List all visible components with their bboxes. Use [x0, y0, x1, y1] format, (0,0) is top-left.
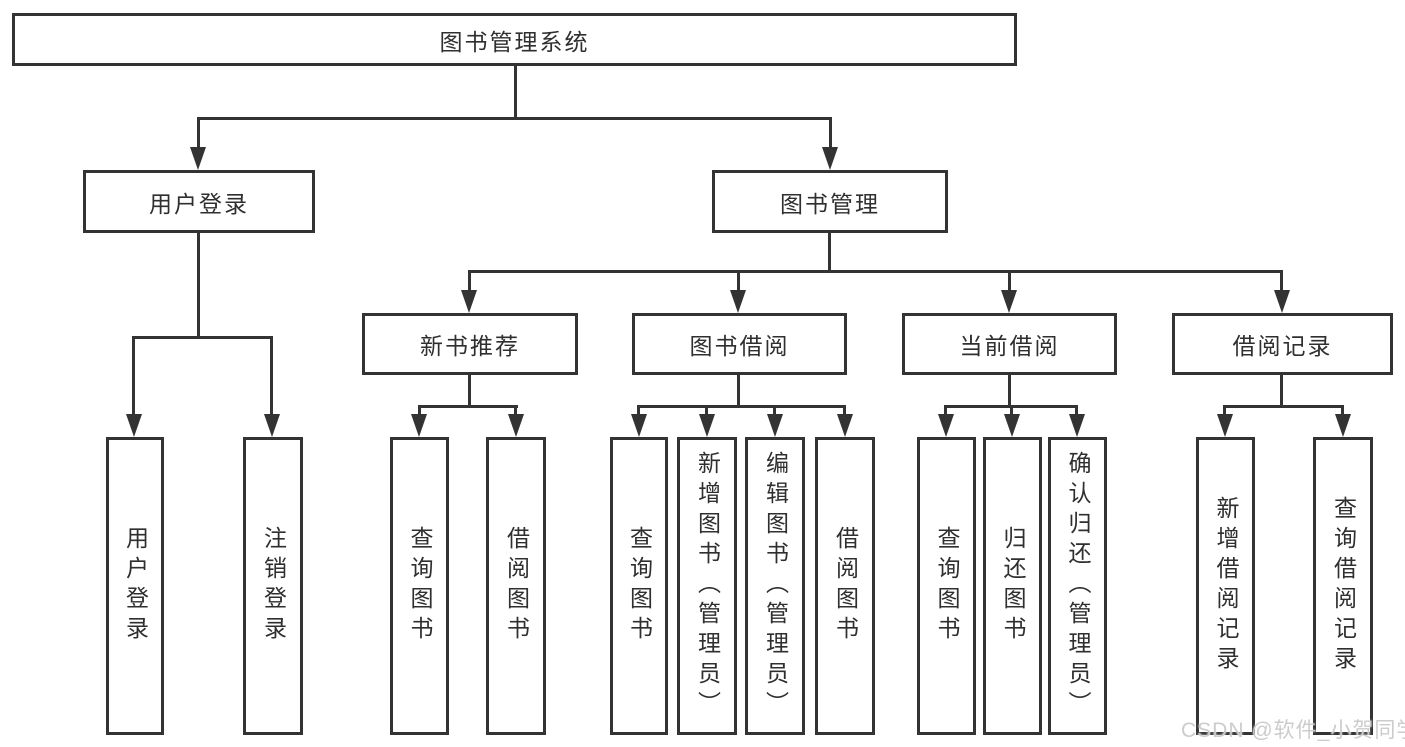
node-current-borrowing-label: 当前借阅 — [959, 333, 1060, 359]
node-leaf-query-books-2-label: 查询图书 — [626, 526, 653, 646]
node-leaf-query-books-1: 查询图书 — [390, 437, 449, 735]
node-leaf-query-books-3: 查询图书 — [917, 437, 976, 735]
connector-drop-logout-leaf — [270, 336, 273, 419]
node-root-label: 图书管理系统 — [439, 28, 590, 55]
node-leaf-borrow-books-2-label: 借阅图书 — [832, 526, 859, 646]
arrowhead-query-books-3 — [938, 414, 954, 437]
connector-drop-borrow-books-2 — [843, 405, 846, 417]
connector-root-hbar — [197, 117, 831, 120]
connector-drop-query-books-3 — [944, 405, 947, 417]
arrowhead-borrow-records — [1274, 290, 1290, 313]
connector-drop-add-record — [1223, 405, 1226, 417]
connector-bookborrow-stem — [737, 374, 740, 407]
arrowhead-query-books-2 — [631, 414, 647, 437]
node-leaf-query-books-1-label: 查询图书 — [407, 526, 433, 646]
node-borrow-records: 借阅记录 — [1172, 313, 1393, 375]
connector-user-stem — [197, 232, 200, 338]
node-leaf-borrow-books-1: 借阅图书 — [486, 437, 546, 735]
node-root: 图书管理系统 — [12, 13, 1017, 66]
connector-newbook-hbar — [418, 405, 518, 408]
csdn-watermark: CSDN @软件_小贺同学 — [1181, 719, 1405, 742]
node-new-book-recommend-label: 新书推荐 — [420, 333, 520, 359]
connector-bookmgmt-hbar — [468, 270, 1283, 273]
connector-drop-login-leaf — [132, 336, 135, 419]
node-new-book-recommend: 新书推荐 — [362, 313, 578, 375]
connector-newbook-stem — [468, 374, 471, 407]
node-borrow-records-label: 借阅记录 — [1232, 333, 1333, 359]
connector-drop-return-book — [1010, 405, 1013, 417]
arrowhead-borrow-books-2 — [837, 414, 853, 437]
connector-drop-edit-book — [773, 405, 776, 417]
arrowhead-logout-leaf — [264, 414, 280, 437]
arrowhead-add-record — [1217, 414, 1233, 437]
node-leaf-borrow-books-2: 借阅图书 — [815, 437, 875, 735]
arrowhead-query-record — [1335, 414, 1351, 437]
node-leaf-add-borrow-record: 新增借阅记录 — [1196, 437, 1255, 735]
node-leaf-add-book-admin-label: 新增图书（管理员） — [694, 451, 721, 721]
node-leaf-borrow-books-1-label: 借阅图书 — [503, 526, 530, 646]
arrowhead-book-management — [822, 147, 838, 170]
connector-drop-new-book — [468, 270, 471, 294]
arrowhead-query-books-1 — [411, 414, 427, 437]
connector-drop-query-record — [1341, 405, 1344, 417]
connector-user-hbar — [132, 336, 273, 339]
node-leaf-return-book: 归还图书 — [983, 437, 1042, 735]
node-leaf-return-book-label: 归还图书 — [1000, 526, 1026, 646]
arrowhead-return-book — [1004, 414, 1020, 437]
connector-bookmgmt-stem — [828, 232, 831, 272]
node-book-borrowing-label: 图书借阅 — [689, 333, 790, 359]
connector-bookborrow-hbar — [638, 405, 845, 408]
connector-drop-borrow-records — [1280, 270, 1283, 294]
node-leaf-confirm-return-admin-label: 确认归还（管理员） — [1065, 451, 1091, 721]
node-leaf-logout-label: 注销登录 — [260, 526, 287, 646]
node-leaf-add-book-admin: 新增图书（管理员） — [677, 437, 737, 735]
node-leaf-query-books-3-label: 查询图书 — [934, 526, 960, 646]
node-leaf-edit-book-admin-label: 编辑图书（管理员） — [762, 451, 789, 721]
connector-drop-query-books-1 — [418, 405, 421, 417]
connector-records-hbar — [1224, 405, 1343, 408]
node-user-login: 用户登录 — [83, 170, 315, 233]
node-leaf-query-borrow-record-label: 查询借阅记录 — [1330, 496, 1357, 676]
arrowhead-new-book — [461, 290, 477, 313]
node-leaf-user-login: 用户登录 — [106, 437, 164, 735]
node-leaf-user-login-label: 用户登录 — [122, 526, 149, 646]
node-current-borrowing: 当前借阅 — [902, 313, 1117, 375]
node-leaf-confirm-return-admin: 确认归还（管理员） — [1048, 437, 1107, 735]
node-leaf-query-borrow-record: 查询借阅记录 — [1313, 437, 1373, 735]
connector-drop-current-borrow — [1008, 270, 1011, 294]
node-leaf-logout: 注销登录 — [243, 437, 303, 735]
arrowhead-confirm-return — [1069, 414, 1085, 437]
node-book-management-label: 图书管理 — [780, 190, 880, 217]
arrowhead-borrow-books-1 — [508, 414, 524, 437]
arrowhead-user-login — [190, 147, 206, 170]
connector-drop-query-books-2 — [637, 405, 640, 417]
node-book-borrowing: 图书借阅 — [632, 313, 847, 375]
arrowhead-current-borrow — [1001, 290, 1017, 313]
node-leaf-edit-book-admin: 编辑图书（管理员） — [745, 437, 805, 735]
node-book-management: 图书管理 — [712, 170, 948, 233]
connector-records-stem — [1280, 374, 1283, 407]
arrowhead-add-book — [699, 414, 715, 437]
node-user-login-label: 用户登录 — [149, 190, 249, 217]
arrowhead-edit-book — [767, 414, 783, 437]
connector-drop-user-login — [197, 117, 200, 150]
arrowhead-login-leaf — [126, 414, 142, 437]
arrowhead-book-borrow — [730, 290, 746, 313]
connector-currentborrow-stem — [1008, 374, 1011, 407]
node-leaf-add-borrow-record-label: 新增借阅记录 — [1213, 496, 1239, 676]
connector-root-stem — [514, 66, 517, 119]
connector-drop-confirm-return — [1075, 405, 1078, 417]
node-leaf-query-books-2: 查询图书 — [610, 437, 668, 735]
connector-drop-borrow-books-1 — [514, 405, 517, 417]
connector-drop-book-borrow — [737, 270, 740, 294]
connector-drop-add-book — [705, 405, 708, 417]
connector-drop-book-management — [829, 117, 832, 150]
